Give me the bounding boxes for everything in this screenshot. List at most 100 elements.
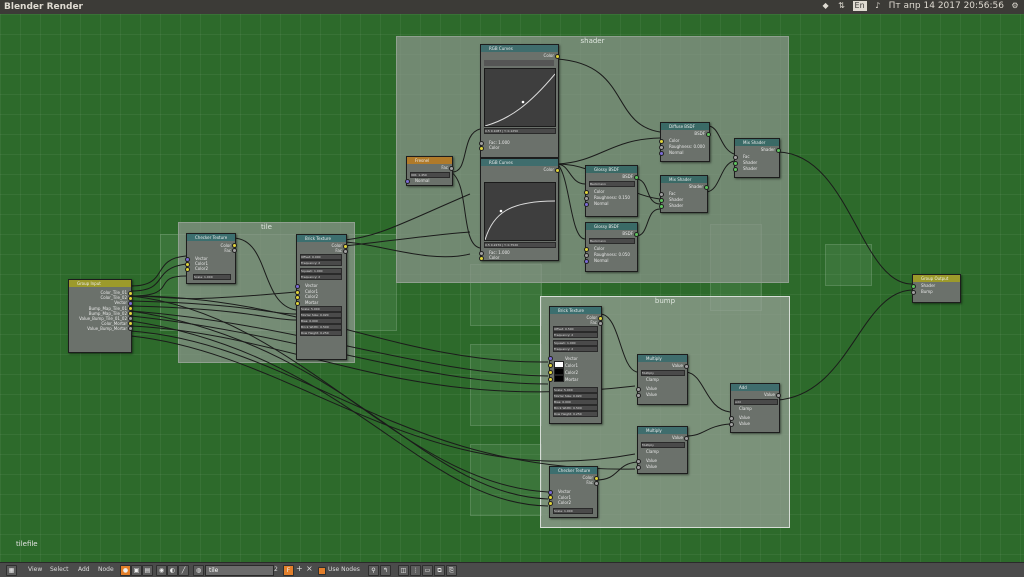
output-socket[interactable] xyxy=(128,296,133,301)
input-socket[interactable] xyxy=(548,363,553,368)
diffuse-bsdf-node[interactable]: Diffuse BSDF BSDF Color Roughness: 0.000… xyxy=(659,122,711,162)
input-socket[interactable] xyxy=(733,161,738,166)
editor-type-icon[interactable]: ▦ xyxy=(6,565,17,576)
operation-select[interactable]: Add xyxy=(734,399,778,405)
brick-texture-node[interactable]: Brick Texture Color Fac Offset: 0.000 Fr… xyxy=(295,234,348,360)
output-socket[interactable] xyxy=(684,436,689,441)
glossy-bsdf-node[interactable]: Glossy BSDF BSDF Beckmann Color Roughnes… xyxy=(584,165,639,217)
output-socket[interactable] xyxy=(128,316,133,321)
gear-icon[interactable]: ⚙ xyxy=(1011,1,1019,10)
node-group-icon[interactable]: ◍ xyxy=(193,565,204,576)
output-socket[interactable] xyxy=(343,249,348,254)
input-socket[interactable] xyxy=(295,284,300,289)
checker-texture-node[interactable]: Checker Texture Color Fac Vector Color1 … xyxy=(548,466,599,518)
frequency-field[interactable]: Frequency: 2 xyxy=(553,346,598,352)
input-socket[interactable] xyxy=(659,145,664,150)
mortar-size-field[interactable]: Mortar Size: 0.020 xyxy=(300,312,342,318)
input-socket[interactable] xyxy=(479,141,484,146)
input-socket[interactable] xyxy=(584,247,589,252)
input-socket[interactable] xyxy=(185,262,190,267)
scale-field[interactable]: Scale: 1.000 xyxy=(553,508,593,514)
distribution-select[interactable]: Beckmann xyxy=(589,181,635,187)
node-tree-selector[interactable]: tile xyxy=(205,565,274,576)
output-socket[interactable] xyxy=(634,232,639,237)
input-socket[interactable] xyxy=(479,251,484,256)
output-socket[interactable] xyxy=(128,306,133,311)
input-socket[interactable] xyxy=(295,295,300,300)
input-socket[interactable] xyxy=(659,192,664,197)
input-socket[interactable] xyxy=(584,202,589,207)
ior-field[interactable]: IOR: 1.450 xyxy=(410,172,450,178)
brick-width-field[interactable]: Brick Width: 0.500 xyxy=(553,405,598,411)
input-socket[interactable] xyxy=(659,198,664,203)
checker-texture-node[interactable]: Checker Texture Color Fac Vector Color1 … xyxy=(185,233,237,284)
input-socket[interactable] xyxy=(479,146,484,151)
color-swatch[interactable] xyxy=(554,361,564,368)
texture-nodes-icon[interactable]: ▤ xyxy=(142,565,153,576)
input-socket[interactable] xyxy=(636,459,641,464)
math-multiply-node[interactable]: Multiply Value Multiply Clamp Value Valu… xyxy=(636,426,689,474)
brick-width-field[interactable]: Brick Width: 0.500 xyxy=(300,324,342,330)
input-socket[interactable] xyxy=(911,290,916,295)
squash-field[interactable]: Squash: 1.000 xyxy=(300,268,342,274)
paste-icon[interactable]: ⎘ xyxy=(446,565,457,576)
curve-coords[interactable]: 0.5 0.1087 | Y: 0.1250 xyxy=(484,128,556,134)
menu-add[interactable]: Add xyxy=(78,566,90,573)
offset-field[interactable]: Offset: 0.000 xyxy=(300,254,342,260)
output-socket[interactable] xyxy=(776,148,781,153)
use-nodes-checkbox[interactable] xyxy=(318,567,326,575)
fresnel-node[interactable]: Fresnel Fac IOR: 1.450 Normal xyxy=(405,156,454,186)
input-socket[interactable] xyxy=(636,393,641,398)
input-socket[interactable] xyxy=(185,267,190,272)
bias-field[interactable]: Bias: 0.000 xyxy=(553,399,598,405)
menu-select[interactable]: Select xyxy=(50,566,69,573)
curve-graph[interactable] xyxy=(484,68,556,127)
output-socket[interactable] xyxy=(343,244,348,249)
output-socket[interactable] xyxy=(232,248,237,253)
output-socket[interactable] xyxy=(128,301,133,306)
glossy-bsdf-node[interactable]: Glossy BSDF BSDF Beckmann Color Roughnes… xyxy=(584,222,639,272)
offset-field[interactable]: Offset: 0.500 xyxy=(553,326,598,332)
scale-field[interactable]: Scale: 5.000 xyxy=(553,387,598,393)
operation-select[interactable]: Multiply xyxy=(641,442,685,448)
output-socket[interactable] xyxy=(706,132,711,137)
scale-field[interactable]: Scale: 5.000 xyxy=(300,306,342,312)
pin-icon[interactable]: ⚲ xyxy=(368,565,379,576)
menu-view[interactable]: View xyxy=(28,566,43,573)
math-multiply-node[interactable]: Multiply Value Multiply Clamp Value Valu… xyxy=(636,354,689,405)
curve-graph[interactable] xyxy=(484,182,556,241)
snap-target-icon[interactable]: ▭ xyxy=(422,565,433,576)
input-socket[interactable] xyxy=(733,167,738,172)
input-socket[interactable] xyxy=(548,490,553,495)
input-socket[interactable] xyxy=(729,416,734,421)
input-socket[interactable] xyxy=(733,155,738,160)
bias-field[interactable]: Bias: 0.000 xyxy=(300,318,342,324)
input-socket[interactable] xyxy=(548,495,553,500)
mortar-size-field[interactable]: Mortar Size: 0.020 xyxy=(553,393,598,399)
input-socket[interactable] xyxy=(584,259,589,264)
output-socket[interactable] xyxy=(128,311,133,316)
volume-icon[interactable]: ♪ xyxy=(875,1,881,10)
output-socket[interactable] xyxy=(555,168,560,173)
input-socket[interactable] xyxy=(636,387,641,392)
clock[interactable]: Пт апр 14 2017 20:56:56 xyxy=(888,1,1004,11)
input-socket[interactable] xyxy=(911,284,916,289)
input-socket[interactable] xyxy=(659,139,664,144)
group-output-node[interactable]: Group Output Shader Bump xyxy=(911,274,961,303)
input-socket[interactable] xyxy=(185,257,190,262)
compositing-nodes-icon[interactable]: ▣ xyxy=(131,565,142,576)
object-icon[interactable]: ◉ xyxy=(156,565,167,576)
curve-toolbar[interactable] xyxy=(484,60,554,66)
math-add-node[interactable]: Add Value Add Clamp Value Value xyxy=(729,383,781,433)
output-socket[interactable] xyxy=(232,243,237,248)
output-socket[interactable] xyxy=(598,321,603,326)
output-socket[interactable] xyxy=(598,316,603,321)
output-socket[interactable] xyxy=(449,166,454,171)
backdrop-icon[interactable]: ◫ xyxy=(398,565,409,576)
mix-shader-node[interactable]: Mix Shader Shader Fac Shader Shader xyxy=(659,175,709,213)
input-socket[interactable] xyxy=(479,256,484,261)
frequency-field[interactable]: Frequency: 2 xyxy=(300,260,342,266)
input-socket[interactable] xyxy=(584,190,589,195)
input-socket[interactable] xyxy=(548,377,553,382)
new-icon[interactable]: + xyxy=(296,564,303,573)
